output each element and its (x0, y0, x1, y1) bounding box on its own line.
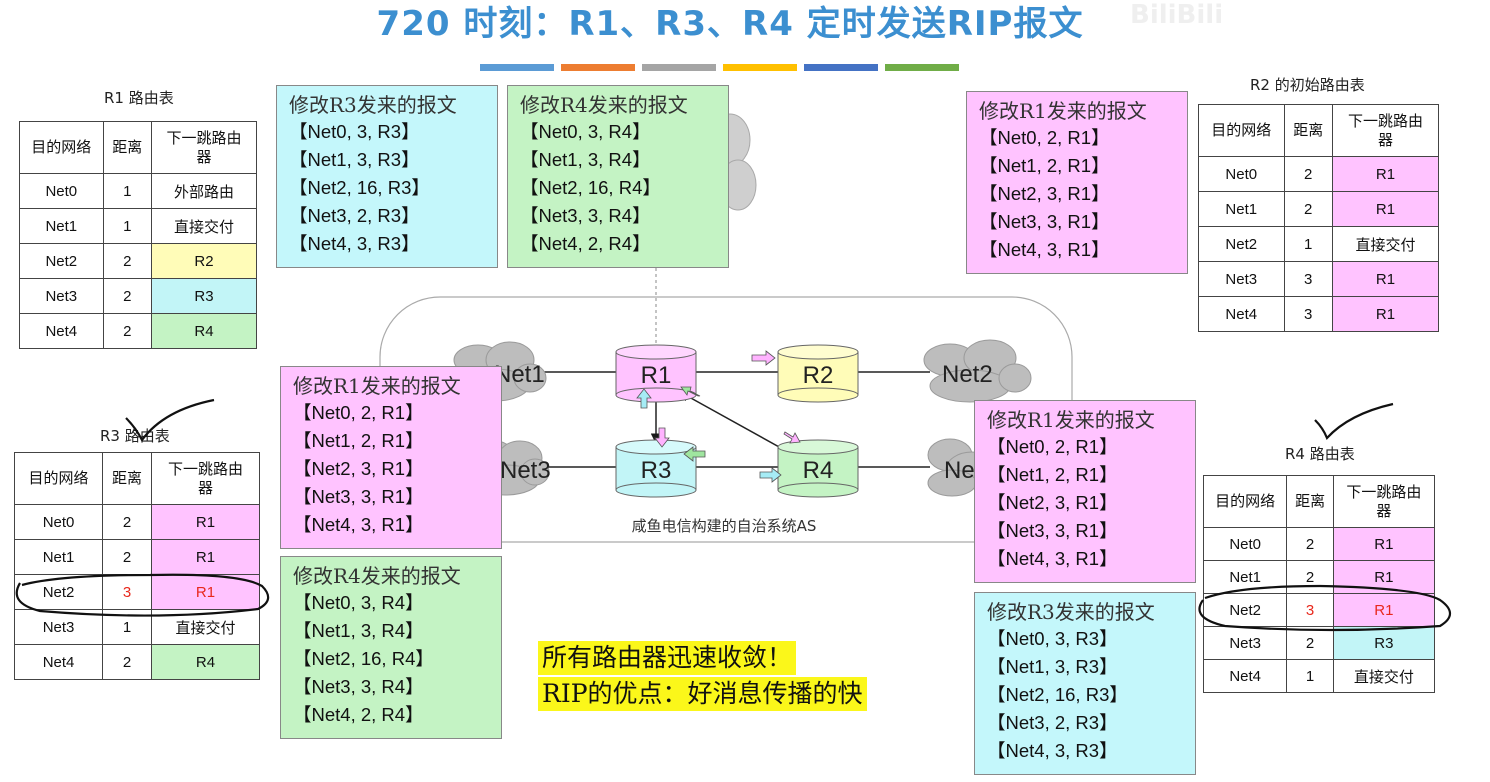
message-box-top-r4: 修改R4发来的报文 【Net0, 3, R4】 【Net1, 3, R4】 【N… (507, 85, 729, 268)
net2-cloud-icon (923, 339, 1032, 403)
router-r4-label: R4 (803, 457, 834, 484)
header-dist: 距离 (102, 121, 152, 174)
net1-label: Net1 (494, 361, 545, 388)
message-box-low-right-r3: 修改R3发来的报文 【Net0, 3, R3】 【Net1, 3, R3】 【N… (974, 592, 1196, 775)
router-r1-icon (615, 344, 697, 403)
message-box-top-r3: 修改R3发来的报文 【Net0, 3, R3】 【Net1, 3, R3】 【N… (276, 85, 498, 268)
router-r1-label: R1 (641, 362, 672, 389)
message-arrow-icon (636, 388, 652, 409)
r1-table-caption: R1 路由表 (104, 89, 174, 107)
as-label: 咸鱼电信构建的自治系统AS (632, 517, 817, 535)
net4-label: Ne (944, 457, 975, 484)
message-box-top-r1: 修改R1发来的报文 【Net0, 2, R1】 【Net1, 2, R1】 【N… (966, 91, 1188, 274)
router-r3-icon (615, 439, 697, 498)
color-bar-segment (885, 64, 959, 71)
watermark: BiliBili (1130, 0, 1224, 30)
color-bar-segment (804, 64, 878, 71)
message-box-mid-left-r1: 修改R1发来的报文 【Net0, 2, R1】 【Net1, 2, R1】 【N… (280, 366, 502, 549)
router-r3-label: R3 (641, 457, 672, 484)
router-r2-icon (777, 344, 859, 403)
color-bar-segment (480, 64, 554, 71)
r3-table-caption: R3 路由表 (100, 427, 170, 445)
header-next: 下一跳路由器 (150, 121, 258, 174)
net2-label: Net2 (942, 361, 993, 388)
router-r4-icon (777, 439, 859, 498)
r2-table-caption: R2 的初始路由表 (1250, 76, 1365, 94)
color-bar-segment (642, 64, 716, 71)
router-r2-label: R2 (803, 362, 834, 389)
link-r1-r4 (679, 391, 791, 454)
message-arrow-icon (751, 350, 776, 366)
message-arrow-icon (654, 427, 670, 448)
message-box-low-left-r4: 修改R4发来的报文 【Net0, 3, R4】 【Net1, 3, R4】 【N… (280, 556, 502, 739)
message-arrow-icon (683, 446, 706, 462)
convergence-note: 所有路由器迅速收敛！ (538, 641, 797, 675)
color-bar-segment (561, 64, 635, 71)
message-arrow-icon (783, 431, 801, 444)
rip-advantage-note: RIP的优点：好消息传播的快 (538, 677, 867, 711)
color-bar-segment (723, 64, 797, 71)
message-arrow-icon (759, 467, 782, 483)
message-box-mid-right-r1: 修改R1发来的报文 【Net0, 2, R1】 【Net1, 2, R1】 【N… (974, 400, 1196, 583)
net3-label: Net3 (500, 457, 551, 484)
message-arrow-icon (680, 386, 701, 397)
slide-title: 720 时刻：R1、R3、R4 定时发送RIP报文 (376, 4, 1084, 44)
header-dest: 目的网络 (19, 121, 104, 174)
r4-table-caption: R4 路由表 (1285, 445, 1355, 463)
